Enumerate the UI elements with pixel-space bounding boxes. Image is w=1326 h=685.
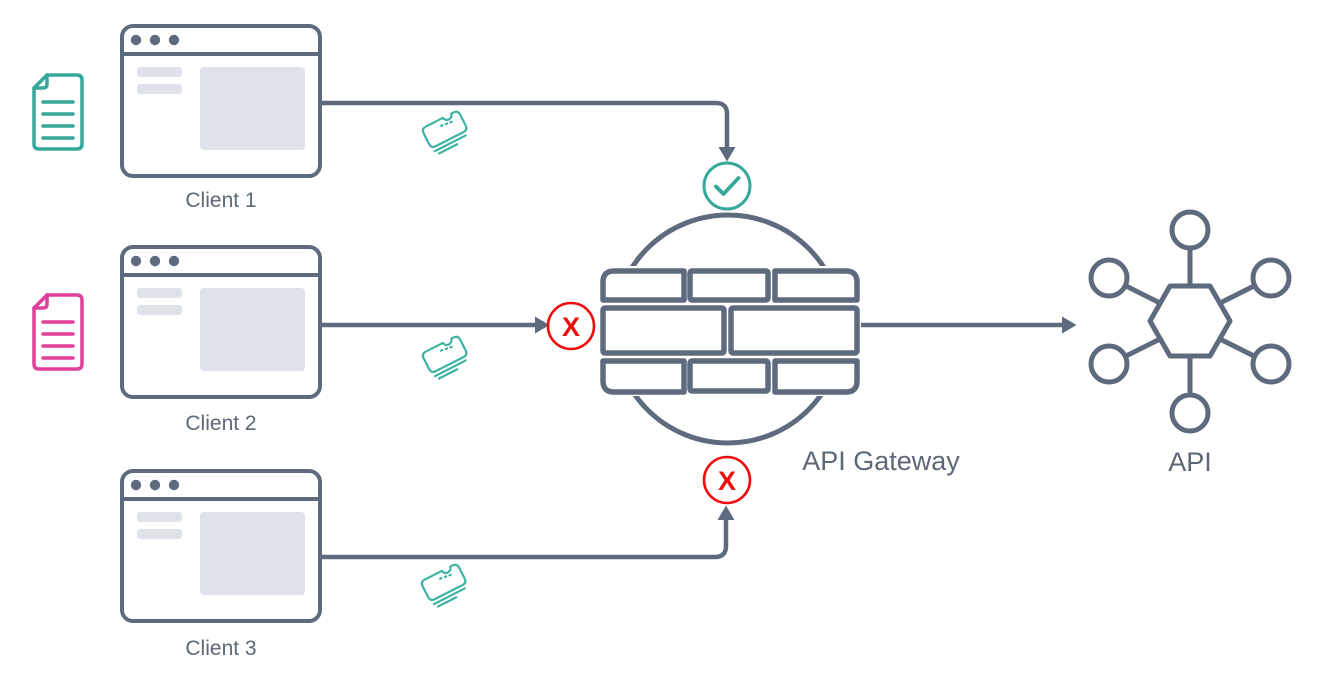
ticket-icon	[420, 334, 473, 382]
edge-client2-gateway	[322, 316, 550, 334]
ticket-icon	[419, 562, 472, 610]
api-gateway-node	[598, 212, 861, 446]
client-3-window-icon	[120, 469, 322, 623]
arrowhead-down	[718, 147, 736, 162]
ticket-icon	[420, 109, 473, 157]
document-icon-pink	[32, 293, 84, 371]
arrowhead-up	[717, 505, 735, 520]
arrowhead-right	[535, 316, 550, 334]
edge-client1-gateway	[322, 100, 736, 162]
edge-gateway-api	[857, 316, 1077, 334]
document-icon-teal	[32, 73, 84, 151]
check-circle-icon	[702, 161, 752, 211]
api-label: API	[1168, 447, 1212, 477]
check-mark	[714, 176, 741, 196]
client-2-label: Client 2	[185, 412, 257, 435]
x-symbol: X	[562, 312, 580, 342]
client-2-window-icon	[120, 245, 322, 399]
x-circle-icon: X	[546, 301, 596, 351]
hexagon	[1147, 283, 1233, 359]
client-1-label: Client 1	[185, 189, 257, 212]
arrowhead-right	[1062, 316, 1077, 334]
x-circle-icon: X	[702, 455, 752, 505]
edge-client3-gateway	[322, 505, 735, 560]
client-1-window-icon	[120, 24, 322, 178]
hexagon-network-icon	[1088, 209, 1292, 434]
client-3-label: Client 3	[185, 637, 257, 660]
firewall-icon	[600, 268, 860, 395]
x-symbol: X	[718, 466, 736, 496]
api-gateway-label: API Gateway	[802, 446, 960, 476]
